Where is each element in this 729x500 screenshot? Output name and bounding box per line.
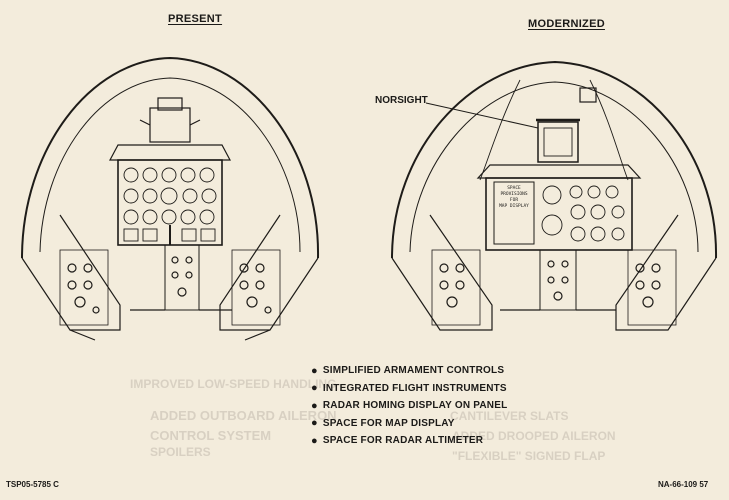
- norsight-callout: NORSIGHT: [375, 95, 428, 106]
- feature-text: SPACE FOR MAP DISPLAY: [322, 417, 455, 429]
- bullet-icon: ●: [311, 364, 318, 377]
- document-number: TSP05-5785 C: [6, 480, 59, 489]
- panel-note-line: PROVISIONS: [500, 192, 528, 197]
- svg-text:CONTROL SYSTEM: CONTROL SYSTEM: [150, 428, 271, 443]
- svg-text:IMPROVED LOW-SPEED HANDLING: IMPROVED LOW-SPEED HANDLING: [130, 377, 336, 391]
- panel-note-line: MAP DISPLAY: [499, 204, 529, 209]
- panel-note-line: SPACE: [507, 186, 521, 191]
- bleed-through-text: IMPROVED LOW-SPEED HANDLING ADDED OUTBOA…: [130, 377, 616, 463]
- bullet-icon: ●: [311, 417, 318, 430]
- present-heading: PRESENT: [168, 13, 223, 25]
- map-space-note: SPACE PROVISIONS FOR MAP DISPLAY: [495, 186, 533, 210]
- svg-text:ADDED OUTBOARD AILERON: ADDED OUTBOARD AILERON: [150, 408, 337, 423]
- feature-item: ● SPACE FOR MAP DISPLAY: [311, 415, 507, 433]
- page-number: NA-66-109 57: [658, 480, 709, 489]
- modernized-heading: MODERNIZED: [528, 18, 605, 30]
- feature-text: SPACE FOR RADAR ALTIMETER: [322, 435, 484, 446]
- bullet-icon: ●: [311, 434, 318, 447]
- bullet-icon: ●: [311, 399, 318, 412]
- bullet-icon: ●: [311, 382, 318, 395]
- modernized-cockpit: [391, 60, 718, 331]
- svg-text:ADDED DROOPED AILERON: ADDED DROOPED AILERON: [452, 429, 616, 443]
- feature-item: ● SIMPLIFIED ARMAMENT CONTROLS: [311, 362, 507, 380]
- feature-text: RADAR HOMING DISPLAY ON PANEL: [322, 400, 508, 411]
- norsight-leader-line: [425, 102, 539, 129]
- feature-text: INTEGRATED FLIGHT INSTRUMENTS: [322, 382, 507, 394]
- svg-text:SPOILERS: SPOILERS: [150, 445, 211, 459]
- present-cockpit: [21, 56, 320, 341]
- feature-list: ● SIMPLIFIED ARMAMENT CONTROLS ● INTEGRATE…: [311, 362, 507, 450]
- feature-text: SIMPLIFIED ARMAMENT CONTROLS: [322, 365, 505, 376]
- feature-item: ● SPACE FOR RADAR ALTIMETER: [311, 432, 507, 450]
- svg-text:"FLEXIBLE" SIGNED FLAP: "FLEXIBLE" SIGNED FLAP: [452, 449, 605, 463]
- feature-item: ● INTEGRATED FLIGHT INSTRUMENTS: [311, 380, 507, 398]
- feature-item: ● RADAR HOMING DISPLAY ON PANEL: [311, 397, 507, 415]
- svg-text:CANTILEVER SLATS: CANTILEVER SLATS: [450, 409, 568, 423]
- panel-note-line: FOR: [509, 198, 519, 203]
